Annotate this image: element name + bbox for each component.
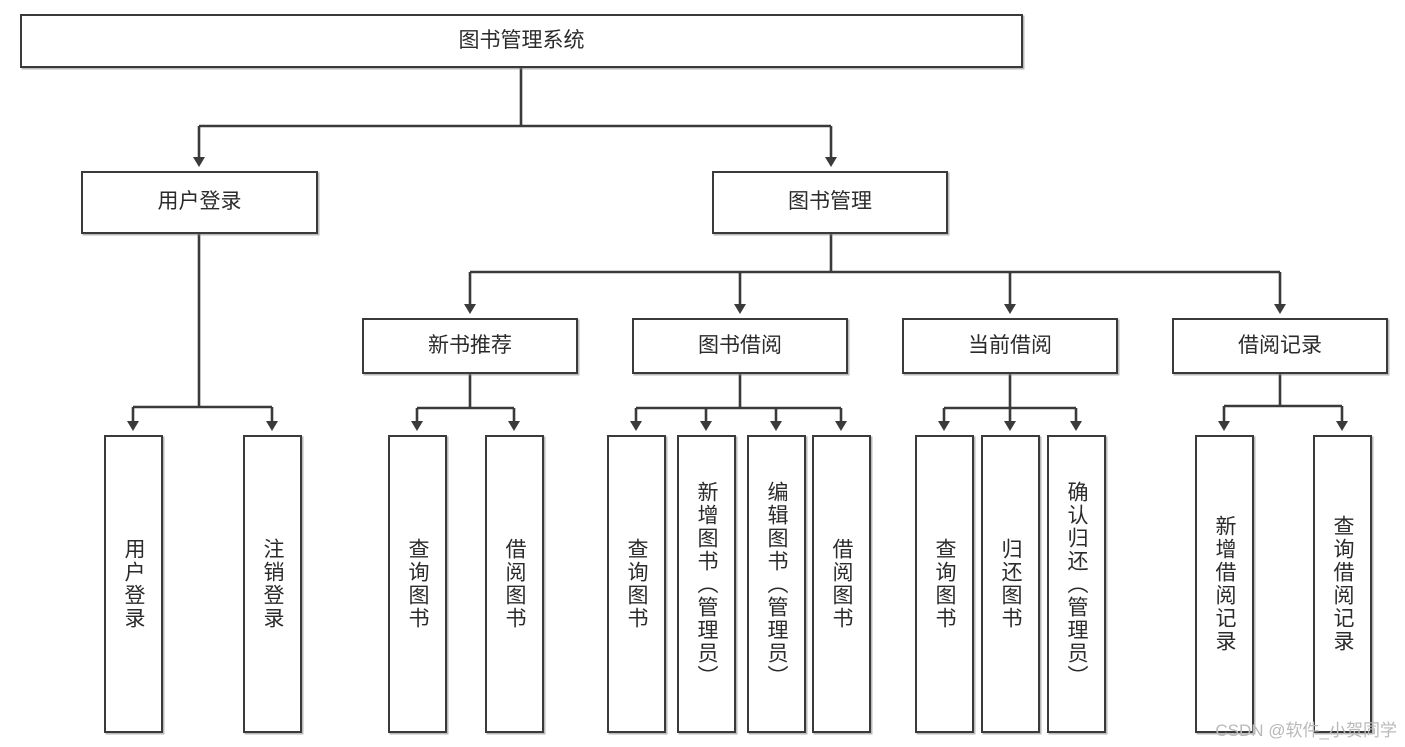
node-current-borrow[interactable]: 当前借阅: [902, 318, 1118, 374]
leaf-add-book-label: 新增图书（管理员）: [695, 480, 718, 688]
leaf-query-book-3[interactable]: 查询图书: [915, 435, 974, 733]
leaf-query-record[interactable]: 查询借阅记录: [1313, 435, 1372, 733]
leaf-add-book[interactable]: 新增图书（管理员）: [677, 435, 736, 733]
leaf-logout[interactable]: 注销登录: [243, 435, 302, 733]
leaf-query-record-label: 查询借阅记录: [1331, 515, 1354, 653]
leaf-return-book-label: 归还图书: [999, 538, 1022, 630]
node-title-label: 图书管理系统: [458, 28, 585, 52]
leaf-edit-book[interactable]: 编辑图书（管理员）: [747, 435, 806, 733]
leaf-confirm-return-label: 确认归还（管理员）: [1065, 480, 1088, 688]
leaf-edit-book-label: 编辑图书（管理员）: [765, 480, 788, 688]
node-new-book-recommend-label: 新书推荐: [428, 333, 512, 357]
leaf-user-login-label: 用户登录: [122, 538, 145, 630]
node-new-book-recommend[interactable]: 新书推荐: [362, 318, 578, 374]
leaf-query-book-2-label: 查询图书: [625, 538, 648, 630]
leaf-add-record-label: 新增借阅记录: [1213, 515, 1236, 653]
node-borrow-record-label: 借阅记录: [1238, 333, 1322, 357]
leaf-return-book[interactable]: 归还图书: [981, 435, 1040, 733]
node-book-borrow[interactable]: 图书借阅: [632, 318, 848, 374]
leaf-borrow-book-2-label: 借阅图书: [830, 538, 853, 630]
leaf-query-book-2[interactable]: 查询图书: [607, 435, 666, 733]
leaf-borrow-book-2[interactable]: 借阅图书: [812, 435, 871, 733]
node-borrow-record[interactable]: 借阅记录: [1172, 318, 1388, 374]
leaf-confirm-return[interactable]: 确认归还（管理员）: [1047, 435, 1106, 733]
node-book-manage[interactable]: 图书管理: [712, 171, 948, 234]
node-title[interactable]: 图书管理系统: [20, 14, 1023, 68]
leaf-borrow-book-1-label: 借阅图书: [503, 538, 526, 630]
node-user-login-label: 用户登录: [157, 190, 242, 214]
leaf-query-book-1[interactable]: 查询图书: [388, 435, 447, 733]
node-book-borrow-label: 图书借阅: [698, 333, 782, 357]
node-book-manage-label: 图书管理: [788, 190, 872, 214]
leaf-borrow-book-1[interactable]: 借阅图书: [485, 435, 544, 733]
watermark: CSDN @软件_小贺同学: [1215, 721, 1397, 740]
leaf-logout-label: 注销登录: [261, 538, 284, 630]
leaf-query-book-1-label: 查询图书: [406, 538, 429, 630]
node-user-login[interactable]: 用户登录: [81, 171, 318, 234]
node-current-borrow-label: 当前借阅: [968, 333, 1052, 357]
leaf-query-book-3-label: 查询图书: [933, 538, 956, 630]
leaf-add-record[interactable]: 新增借阅记录: [1195, 435, 1254, 733]
leaf-user-login[interactable]: 用户登录: [104, 435, 163, 733]
